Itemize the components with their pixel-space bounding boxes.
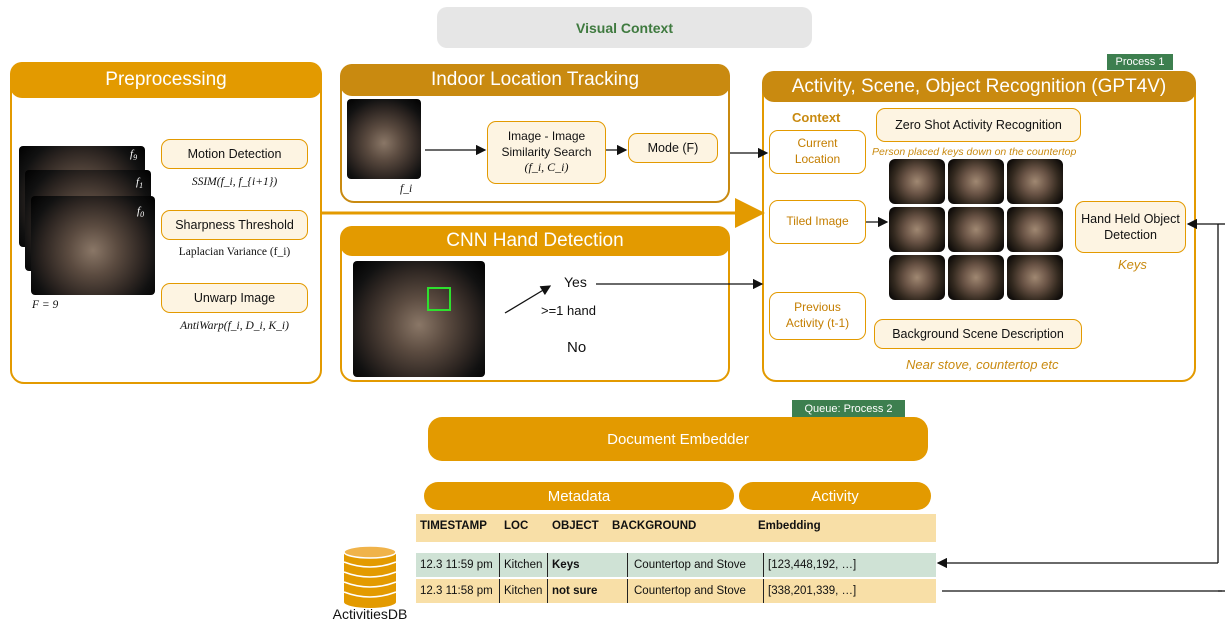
cell-background: Countertop and Stove — [628, 579, 764, 603]
tile-image — [889, 207, 945, 252]
frame-image-0 — [31, 196, 155, 295]
process-2-tag: Queue: Process 2 — [792, 400, 905, 417]
hand-bounding-box — [427, 287, 451, 311]
sharpness-threshold-node: Sharpness Threshold — [161, 210, 308, 240]
visual-context-header: Visual Context — [437, 7, 812, 48]
current-frame-label: f_i — [400, 183, 413, 195]
zero-shot-node: Zero Shot Activity Recognition — [876, 108, 1081, 142]
frame-label-0: f0 — [137, 205, 145, 220]
frame-count-label: F = 9 — [32, 299, 59, 311]
column-header-timestamp: TIMESTAMP — [420, 520, 487, 532]
hand-to-yes-arrow — [504, 285, 552, 314]
tiled-image-node: Tiled Image — [769, 200, 866, 244]
cell-object: Keys — [548, 553, 628, 577]
cell-object: not sure — [548, 579, 628, 603]
current-location-node: Current Location — [769, 130, 866, 174]
hand-condition-label: >=1 hand — [541, 303, 596, 318]
tile-image — [889, 159, 945, 204]
current-frame-image — [347, 99, 421, 179]
motion-detection-node: Motion Detection — [161, 139, 308, 169]
table-row: 12.3 11:59 pm Kitchen Keys Countertop an… — [416, 553, 936, 577]
document-embedder: Document Embedder — [428, 417, 928, 461]
cell-location: Kitchen — [500, 553, 548, 577]
frame-label-9: f9 — [130, 148, 138, 163]
cnn-hand-title-text: CNN Hand Detection — [446, 230, 624, 251]
cell-background: Countertop and Stove — [628, 553, 764, 577]
process-1-tag: Process 1 — [1107, 54, 1173, 70]
tile-image — [1007, 255, 1063, 300]
database-label: ActivitiesDB — [332, 606, 408, 622]
frame-label-1: f1 — [136, 176, 144, 191]
activity-bar: Activity — [739, 482, 931, 510]
motion-detection-formula: SSIM(f_i, f_{i+1}) — [191, 176, 278, 188]
hand-detection-image — [353, 261, 485, 377]
previous-activity-node: Previous Activity (t-1) — [769, 292, 866, 340]
background-scene-node: Background Scene Description — [874, 319, 1082, 349]
cell-embedding: [338,201,339, …] — [768, 585, 857, 597]
recognition-title-text: Activity, Scene, Object Recognition (GPT… — [791, 75, 1167, 97]
yes-label: Yes — [564, 274, 587, 290]
hand-held-caption: Keys — [1118, 257, 1147, 272]
sharpness-formula: Laplacian Variance (f_i) — [178, 246, 291, 258]
preprocessing-title: Preprocessing — [10, 62, 322, 98]
tiled-image-grid — [889, 159, 1063, 300]
column-header-object: OBJECT — [552, 520, 599, 532]
hand-held-object-node: Hand Held Object Detection — [1075, 201, 1186, 253]
table-row: 12.3 11:58 pm Kitchen not sure Counterto… — [416, 579, 936, 603]
similarity-search-node: Image - Image Similarity Search (f_i, C_… — [487, 121, 606, 184]
indoor-location-title: Indoor Location Tracking — [340, 64, 730, 96]
cnn-hand-title: CNN Hand Detection — [340, 226, 730, 256]
column-header-embedding: Embedding — [758, 520, 821, 532]
tile-image — [948, 159, 1004, 204]
metadata-bar: Metadata — [424, 482, 734, 510]
zero-shot-caption: Person placed keys down on the counterto… — [872, 146, 1077, 158]
context-label: Context — [792, 110, 841, 125]
mode-node: Mode (F) — [628, 133, 718, 163]
table-header-row: TIMESTAMP LOC OBJECT BACKGROUND Embeddin… — [416, 514, 936, 542]
column-header-loc: LOC — [504, 520, 529, 532]
indoor-location-title-text: Indoor Location Tracking — [430, 69, 640, 90]
recognition-title: Activity, Scene, Object Recognition (GPT… — [762, 71, 1196, 102]
background-caption: Near stove, countertop etc — [906, 357, 1059, 372]
cell-timestamp: 12.3 11:59 pm — [416, 553, 500, 577]
no-label: No — [567, 339, 587, 356]
cell-timestamp: 12.3 11:58 pm — [416, 579, 500, 603]
tile-image — [1007, 159, 1063, 204]
tile-image — [1007, 207, 1063, 252]
unwarp-formula: AntiWarp(f_i, D_i, K_i) — [180, 320, 289, 332]
preprocessing-title-text: Preprocessing — [105, 69, 227, 90]
tile-image — [948, 207, 1004, 252]
cell-embedding: [123,448,192, …] — [768, 559, 857, 571]
cell-location: Kitchen — [500, 579, 548, 603]
column-header-background: BACKGROUND — [612, 520, 697, 532]
tile-image — [948, 255, 1004, 300]
unwarp-image-node: Unwarp Image — [161, 283, 308, 313]
tile-image — [889, 255, 945, 300]
database-icon — [343, 545, 397, 608]
